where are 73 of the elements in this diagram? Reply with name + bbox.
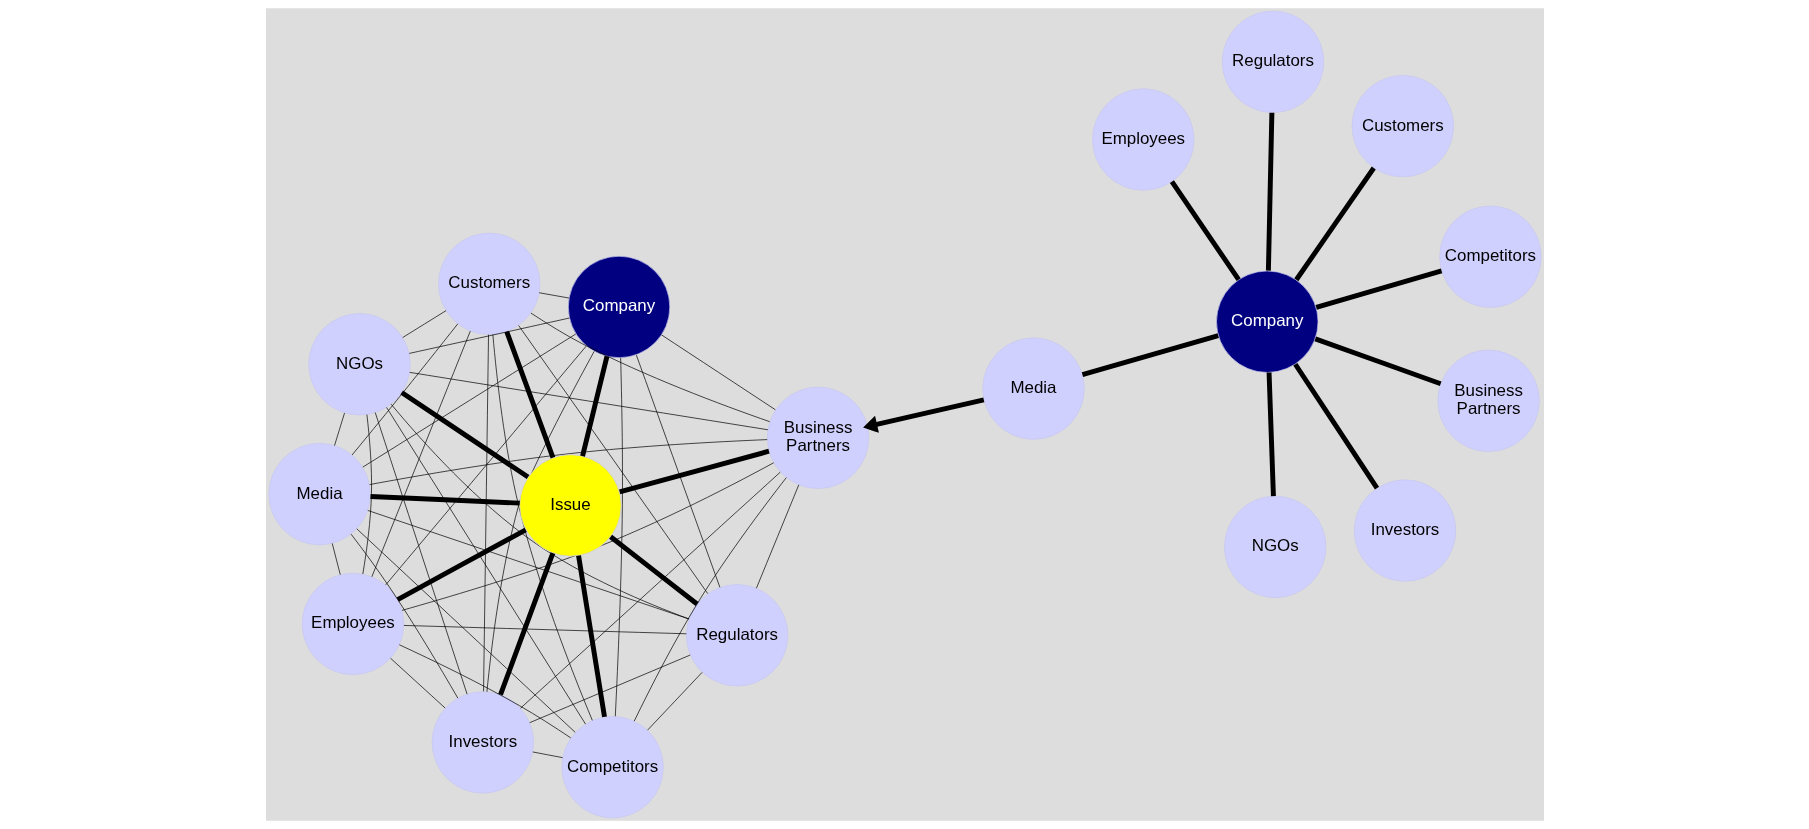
connector	[1292, 362, 1379, 490]
connector	[1313, 336, 1441, 387]
connector	[646, 672, 702, 731]
node-circle: Employees	[301, 572, 404, 676]
connector	[608, 534, 699, 606]
connector	[530, 312, 770, 423]
node-circle: NGOs	[307, 313, 411, 416]
arrow	[862, 397, 984, 433]
connector	[614, 357, 623, 717]
node-circle: Employees	[1091, 88, 1194, 191]
node-circle: Competitors	[1438, 205, 1542, 308]
connector	[486, 351, 595, 693]
connector	[401, 310, 446, 338]
connector	[1293, 166, 1376, 282]
connector	[401, 462, 774, 611]
connector	[482, 334, 489, 692]
connector	[660, 334, 776, 411]
connector	[368, 439, 768, 485]
connector	[635, 354, 720, 588]
node-circle: Business Partners	[1436, 349, 1540, 452]
connector	[579, 355, 609, 457]
connector	[389, 657, 445, 709]
connector	[538, 292, 569, 299]
node-circle: Regulators	[1221, 10, 1324, 113]
node-circle: Media	[267, 443, 371, 546]
connector	[384, 345, 586, 586]
connector	[519, 471, 781, 709]
connector	[366, 510, 689, 620]
connector	[374, 412, 467, 695]
connector	[355, 528, 576, 733]
connector	[1081, 333, 1219, 377]
node-circle: Company	[1215, 270, 1318, 373]
connector	[755, 484, 799, 589]
node-circle: Media	[981, 337, 1085, 440]
node-circle: Customers	[437, 232, 540, 335]
node-circle: Investors	[1353, 479, 1456, 582]
connector	[361, 414, 372, 575]
connector	[492, 334, 593, 721]
connector	[531, 751, 563, 758]
node-circle: Regulators	[685, 584, 788, 687]
connector	[528, 654, 691, 724]
node-circle: Competitors	[561, 716, 664, 819]
connector	[575, 555, 607, 718]
connector	[390, 403, 689, 620]
connector	[503, 330, 555, 459]
connector	[408, 317, 570, 354]
connector	[331, 543, 341, 576]
connector	[633, 477, 787, 722]
node-circle: Issue	[518, 454, 622, 557]
connector	[408, 372, 768, 431]
connector	[350, 533, 458, 699]
connector	[517, 325, 708, 594]
node-circle: Investors	[431, 691, 534, 794]
connector	[1315, 268, 1442, 310]
connector	[399, 390, 529, 480]
connector	[385, 407, 586, 725]
connector	[618, 448, 770, 495]
node-circle: NGOs	[1223, 495, 1326, 598]
connector	[351, 323, 458, 456]
connector	[396, 527, 527, 602]
connector	[1169, 180, 1241, 282]
connector	[497, 552, 555, 696]
connector	[403, 625, 687, 635]
connector	[1265, 112, 1274, 271]
node-circle: Business Partners	[766, 386, 869, 489]
connector	[371, 330, 471, 578]
connector	[369, 493, 520, 506]
connector	[333, 412, 345, 446]
node-circle: Company	[567, 255, 670, 359]
connector	[361, 333, 576, 468]
node-circle: Customers	[1351, 75, 1454, 178]
connector	[1266, 372, 1276, 497]
connector	[398, 644, 571, 739]
